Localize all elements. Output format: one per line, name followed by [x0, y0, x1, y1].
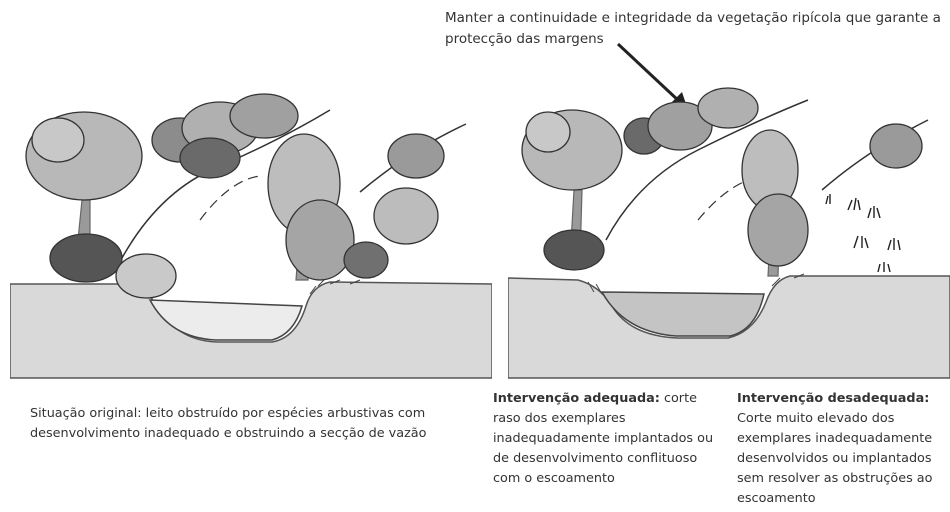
caption-original-situation: Situação original: leito obstruído por e… — [30, 406, 427, 441]
intervention-illustration — [508, 80, 950, 380]
river-water — [600, 291, 765, 337]
callout-text: Manter a continuidade e integridade da v… — [445, 10, 941, 47]
caption-title: Intervenção desadequada: — [737, 391, 930, 406]
caption-body: corte raso dos exemplares inadequadament… — [493, 391, 714, 486]
caption-body: Corte muito elevado dos exemplares inade… — [737, 411, 933, 506]
river-water — [148, 299, 303, 341]
caption-title: Intervenção adequada: — [493, 391, 660, 406]
shrub — [115, 253, 177, 299]
original-situation-illustration — [10, 80, 492, 380]
caption-adequate-intervention: Intervenção adequada: corte raso dos exe… — [493, 389, 723, 489]
caption-inadequate-intervention: Intervenção desadequada: Corte muito ele… — [737, 389, 950, 509]
